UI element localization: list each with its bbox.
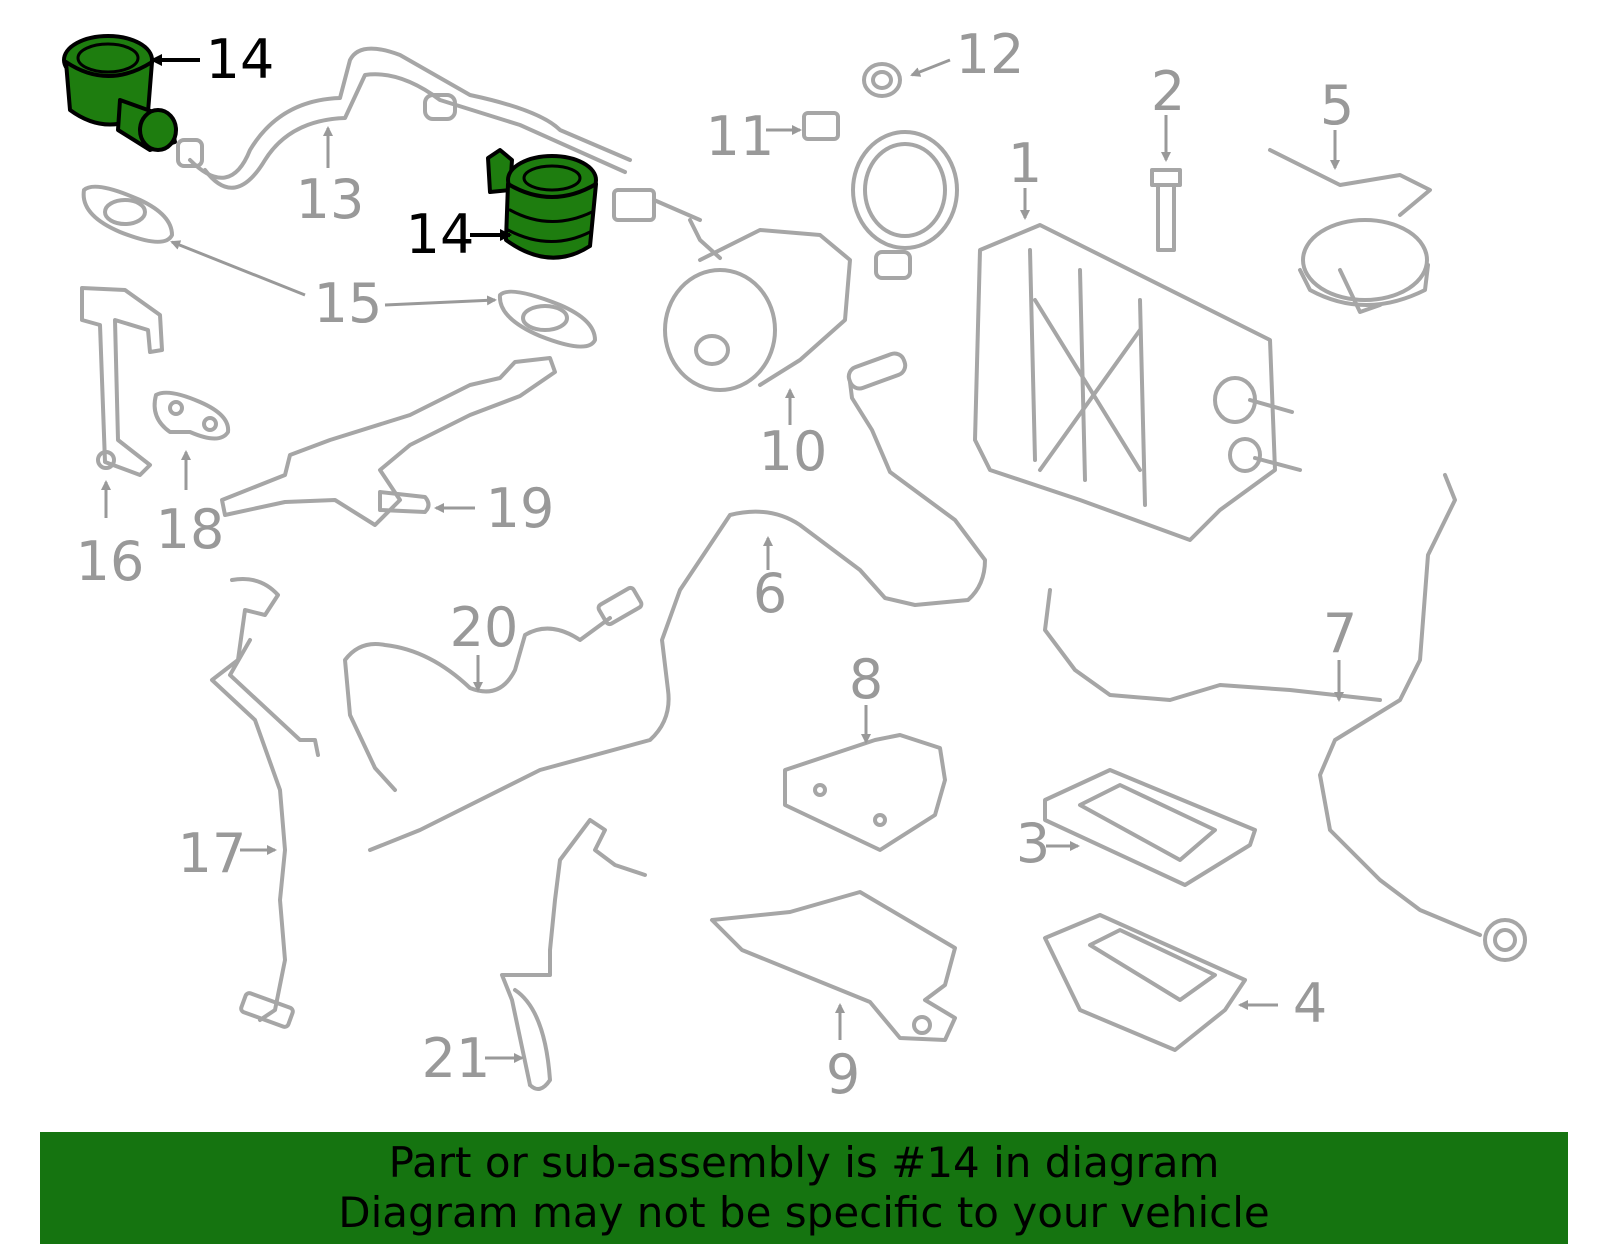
banner-line-2: Diagram may not be specific to your vehi… bbox=[338, 1188, 1270, 1237]
part-15-gaskets[interactable] bbox=[81, 184, 597, 349]
callout-20: 20 bbox=[450, 596, 519, 659]
callout-13: 13 bbox=[296, 168, 365, 231]
part-8-filter[interactable] bbox=[783, 733, 947, 852]
callout-21: 21 bbox=[422, 1027, 491, 1090]
part-9-bracket[interactable] bbox=[710, 890, 957, 1042]
banner-line-1: Part or sub-assembly is #14 in diagram bbox=[388, 1138, 1220, 1187]
part-13-hose[interactable] bbox=[176, 46, 632, 190]
leader-lines bbox=[101, 54, 1344, 1063]
callout-14-b: 14 bbox=[406, 203, 475, 266]
part-18-gasket[interactable] bbox=[152, 390, 231, 441]
part-21-sensor[interactable] bbox=[500, 818, 647, 1091]
part-19-bracket[interactable] bbox=[220, 356, 557, 527]
callout-1: 1 bbox=[1008, 132, 1042, 195]
callout-2: 2 bbox=[1151, 60, 1185, 123]
callout-8: 8 bbox=[849, 648, 883, 711]
part-7-tube[interactable] bbox=[1043, 473, 1527, 962]
part-14-valve-b[interactable] bbox=[486, 148, 598, 260]
part-5-valve[interactable] bbox=[1268, 148, 1432, 314]
part-14-valve-a[interactable] bbox=[62, 34, 178, 152]
part-16-bracket[interactable] bbox=[80, 286, 164, 477]
part-2-bolt[interactable] bbox=[1150, 168, 1182, 252]
callout-4: 4 bbox=[1293, 972, 1327, 1035]
callout-14-a: 14 bbox=[206, 28, 275, 91]
part-17-bracket[interactable] bbox=[210, 577, 320, 1029]
callout-18: 18 bbox=[156, 498, 225, 561]
part-10-air-pump[interactable] bbox=[612, 188, 852, 392]
callout-6: 6 bbox=[753, 562, 787, 625]
callout-5: 5 bbox=[1320, 74, 1354, 137]
callout-3: 3 bbox=[1016, 812, 1050, 875]
callout-16: 16 bbox=[76, 530, 145, 593]
callout-17: 17 bbox=[178, 822, 247, 885]
callout-9: 9 bbox=[826, 1043, 860, 1106]
part-3-filter-element[interactable] bbox=[1043, 768, 1257, 887]
part-11-12-seals[interactable] bbox=[802, 62, 959, 280]
info-banner: Part or sub-assembly is #14 in diagram D… bbox=[40, 1132, 1568, 1244]
callout-19: 19 bbox=[486, 477, 555, 540]
part-4-tray[interactable] bbox=[1043, 913, 1247, 1052]
callout-15: 15 bbox=[314, 272, 383, 335]
callout-labels: 1 2 3 4 5 6 7 8 9 10 11 12 13 14 14 15 1… bbox=[76, 23, 1358, 1106]
callout-10: 10 bbox=[759, 420, 828, 483]
part-6-tube[interactable] bbox=[368, 351, 987, 852]
callout-7: 7 bbox=[1323, 602, 1357, 665]
callout-11: 11 bbox=[706, 105, 775, 168]
callout-12: 12 bbox=[956, 23, 1025, 86]
part-1-canister[interactable] bbox=[973, 223, 1302, 542]
part-20-sensor[interactable] bbox=[343, 585, 644, 792]
